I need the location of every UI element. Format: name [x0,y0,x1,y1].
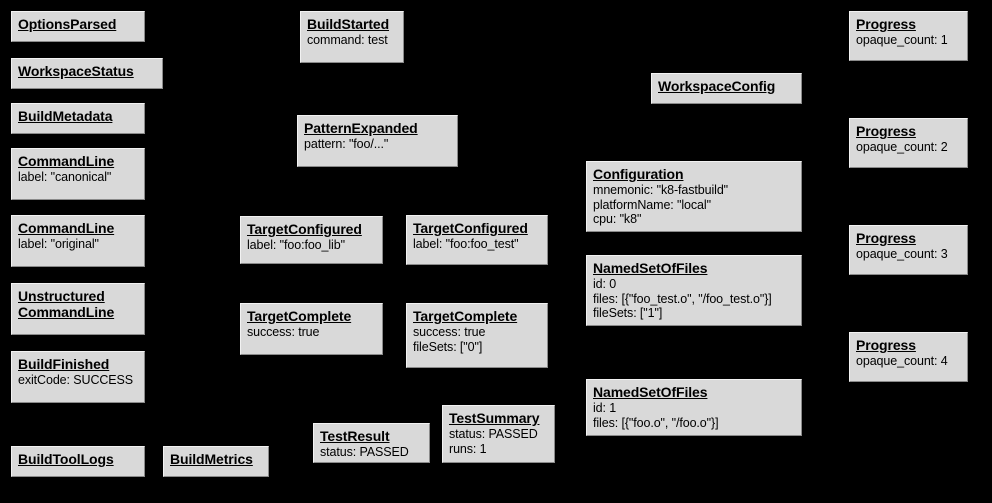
node-title: OptionsParsed [18,16,117,32]
node-field: opaque_count: 4 [856,354,948,369]
node-title: CommandLine [18,220,115,236]
node-field: exitCode: SUCCESS [18,373,134,388]
node-title: PatternExpanded [304,120,418,136]
node-build-tool-logs[interactable]: BuildToolLogs [11,446,145,477]
node-title: NamedSetOfFiles [593,260,708,276]
node-options-parsed[interactable]: OptionsParsed [11,11,145,42]
node-field: success: true [247,325,320,340]
node-title: Progress [856,337,916,353]
node-title: Progress [856,16,916,32]
node-field: id: 1 [593,401,617,416]
node-title: TargetComplete [247,308,352,324]
node-title: TargetConfigured [413,220,528,236]
node-title: Progress [856,123,916,139]
node-field: success: true [413,325,486,340]
node-title: NamedSetOfFiles [593,384,708,400]
node-field: runs: 1 [449,441,487,456]
node-field: fileSets: ["1"] [593,306,663,321]
node-title: CommandLine [18,153,115,169]
node-field: status: PASSED [449,427,538,442]
node-title: TargetComplete [413,308,518,324]
node-title: TargetConfigured [247,221,362,237]
node-field: files: [{"foo.o", "/foo.o"}] [593,415,719,430]
node-title: Unstructured CommandLine [18,288,115,321]
node-title: BuildToolLogs [18,451,114,467]
node-field: files: [{"foo_test.o", "/foo_test.o"}] [593,291,772,306]
node-field: command: test [307,33,388,48]
node-build-metadata[interactable]: BuildMetadata [11,103,145,134]
node-field: pattern: "foo/..." [304,137,389,152]
node-title: BuildFinished [18,356,110,372]
node-field: label: "foo:foo_test" [413,237,519,252]
node-field: label: "original" [18,237,99,252]
node-field: cpu: "k8" [593,212,642,227]
node-title: BuildMetrics [170,451,253,467]
node-field: status: PASSED [320,445,409,460]
node-build-metrics[interactable]: BuildMetrics [163,446,269,477]
node-unstructured-command-line[interactable]: Unstructured CommandLine [11,283,145,335]
node-title: WorkspaceConfig [658,78,776,94]
node-workspace-config[interactable]: WorkspaceConfig [651,73,802,104]
node-title: BuildMetadata [18,108,113,124]
node-title: TestSummary [449,410,540,426]
node-field: platformName: "local" [593,197,711,212]
node-title: WorkspaceStatus [18,63,134,79]
node-field: mnemonic: "k8-fastbuild" [593,183,729,198]
node-field: opaque_count: 2 [856,140,948,155]
node-field: label: "foo:foo_lib" [247,238,345,253]
node-field: fileSets: ["0"] [413,339,483,354]
node-field: opaque_count: 1 [856,33,948,48]
node-workspace-status[interactable]: WorkspaceStatus [11,58,163,89]
node-title: Configuration [593,166,684,182]
node-field: opaque_count: 3 [856,247,948,262]
node-title: BuildStarted [307,16,390,32]
node-field: id: 0 [593,277,617,292]
node-field: label: "canonical" [18,170,112,185]
node-title: TestResult [320,428,390,444]
node-title: Progress [856,230,916,246]
